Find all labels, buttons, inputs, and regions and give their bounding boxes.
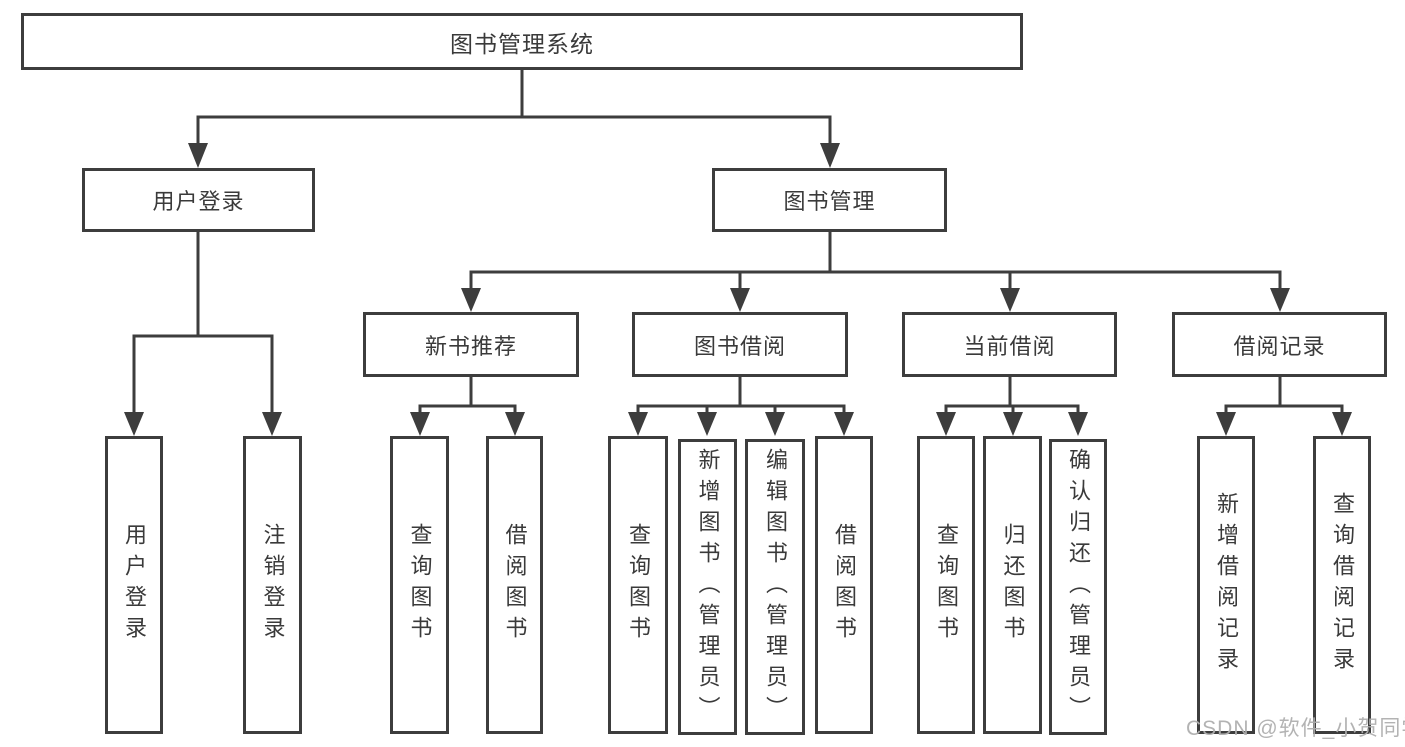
arrowhead-g2a	[410, 412, 430, 436]
node-label: 查询图书	[934, 523, 959, 647]
leaf-add-book-admin: 新增图书（管理员）	[678, 439, 737, 735]
leaf-query-books-1: 查询图书	[390, 436, 449, 734]
node-label: 注销登录	[260, 523, 286, 647]
leaf-borrow-books-2: 借阅图书	[815, 436, 873, 734]
node-current-borrowing: 当前借阅	[902, 312, 1117, 377]
node-new-book-recommendation: 新书推荐	[363, 312, 579, 377]
arrowhead-g5b	[1332, 412, 1352, 436]
leaf-add-borrow-record: 新增借阅记录	[1197, 436, 1255, 734]
node-user-login: 用户登录	[82, 168, 315, 232]
node-library-management-system: 图书管理系统	[21, 13, 1023, 70]
node-label: 新书推荐	[424, 333, 517, 359]
arrowhead-current	[1000, 288, 1020, 312]
arrowhead-leaf-logout	[262, 412, 282, 436]
leaf-confirm-return-admin: 确认归还（管理员）	[1049, 439, 1107, 735]
leaf-query-books-3: 查询图书	[917, 436, 975, 734]
arrowhead-book-mgmt	[820, 143, 840, 168]
node-label: 借阅记录	[1233, 333, 1326, 359]
leaf-borrow-books-1: 借阅图书	[486, 436, 543, 734]
node-label: 借阅图书	[832, 523, 857, 647]
node-label: 确认归还（管理员）	[1066, 447, 1091, 727]
node-label: 用户登录	[152, 189, 245, 214]
arrowhead-g4b	[1003, 412, 1023, 436]
node-label: 图书管理	[783, 189, 876, 214]
arrowhead-user-login	[188, 143, 208, 168]
node-label: 图书借阅	[693, 333, 786, 359]
arrowhead-g3a	[628, 412, 648, 436]
node-label: 图书管理系统	[450, 30, 594, 57]
arrowhead-records	[1270, 288, 1290, 312]
arrowhead-newbook	[461, 288, 481, 312]
arrowhead-g2b	[505, 412, 525, 436]
node-label: 查询借阅记录	[1330, 492, 1355, 678]
node-label: 查询图书	[407, 523, 433, 647]
arrowhead-borrowing	[730, 288, 750, 312]
arrowhead-g4c	[1068, 412, 1088, 436]
node-label: 用户登录	[122, 523, 147, 647]
node-label: 归还图书	[1000, 523, 1026, 647]
node-label: 查询图书	[626, 523, 651, 647]
leaf-return-book: 归还图书	[983, 436, 1042, 734]
node-label: 新增借阅记录	[1214, 492, 1239, 678]
leaf-edit-book-admin: 编辑图书（管理员）	[745, 439, 805, 735]
arrowhead-g5a	[1216, 412, 1236, 436]
leaf-logout: 注销登录	[243, 436, 302, 734]
arrowhead-g4a	[936, 412, 956, 436]
arrowhead-leaf-login	[124, 412, 144, 436]
arrowhead-g3b	[697, 412, 717, 436]
leaf-query-borrow-record: 查询借阅记录	[1313, 436, 1371, 734]
node-label: 编辑图书（管理员）	[763, 447, 788, 727]
arrowhead-g3d	[834, 412, 854, 436]
leaf-query-books-2: 查询图书	[608, 436, 668, 734]
node-borrowing-records: 借阅记录	[1172, 312, 1387, 377]
node-book-borrowing: 图书借阅	[632, 312, 848, 377]
node-label: 借阅图书	[502, 523, 528, 647]
node-book-management: 图书管理	[712, 168, 947, 232]
leaf-user-login: 用户登录	[105, 436, 163, 734]
node-label: 当前借阅	[963, 333, 1056, 359]
node-label: 新增图书（管理员）	[695, 447, 721, 727]
arrowhead-g3c	[765, 412, 785, 436]
